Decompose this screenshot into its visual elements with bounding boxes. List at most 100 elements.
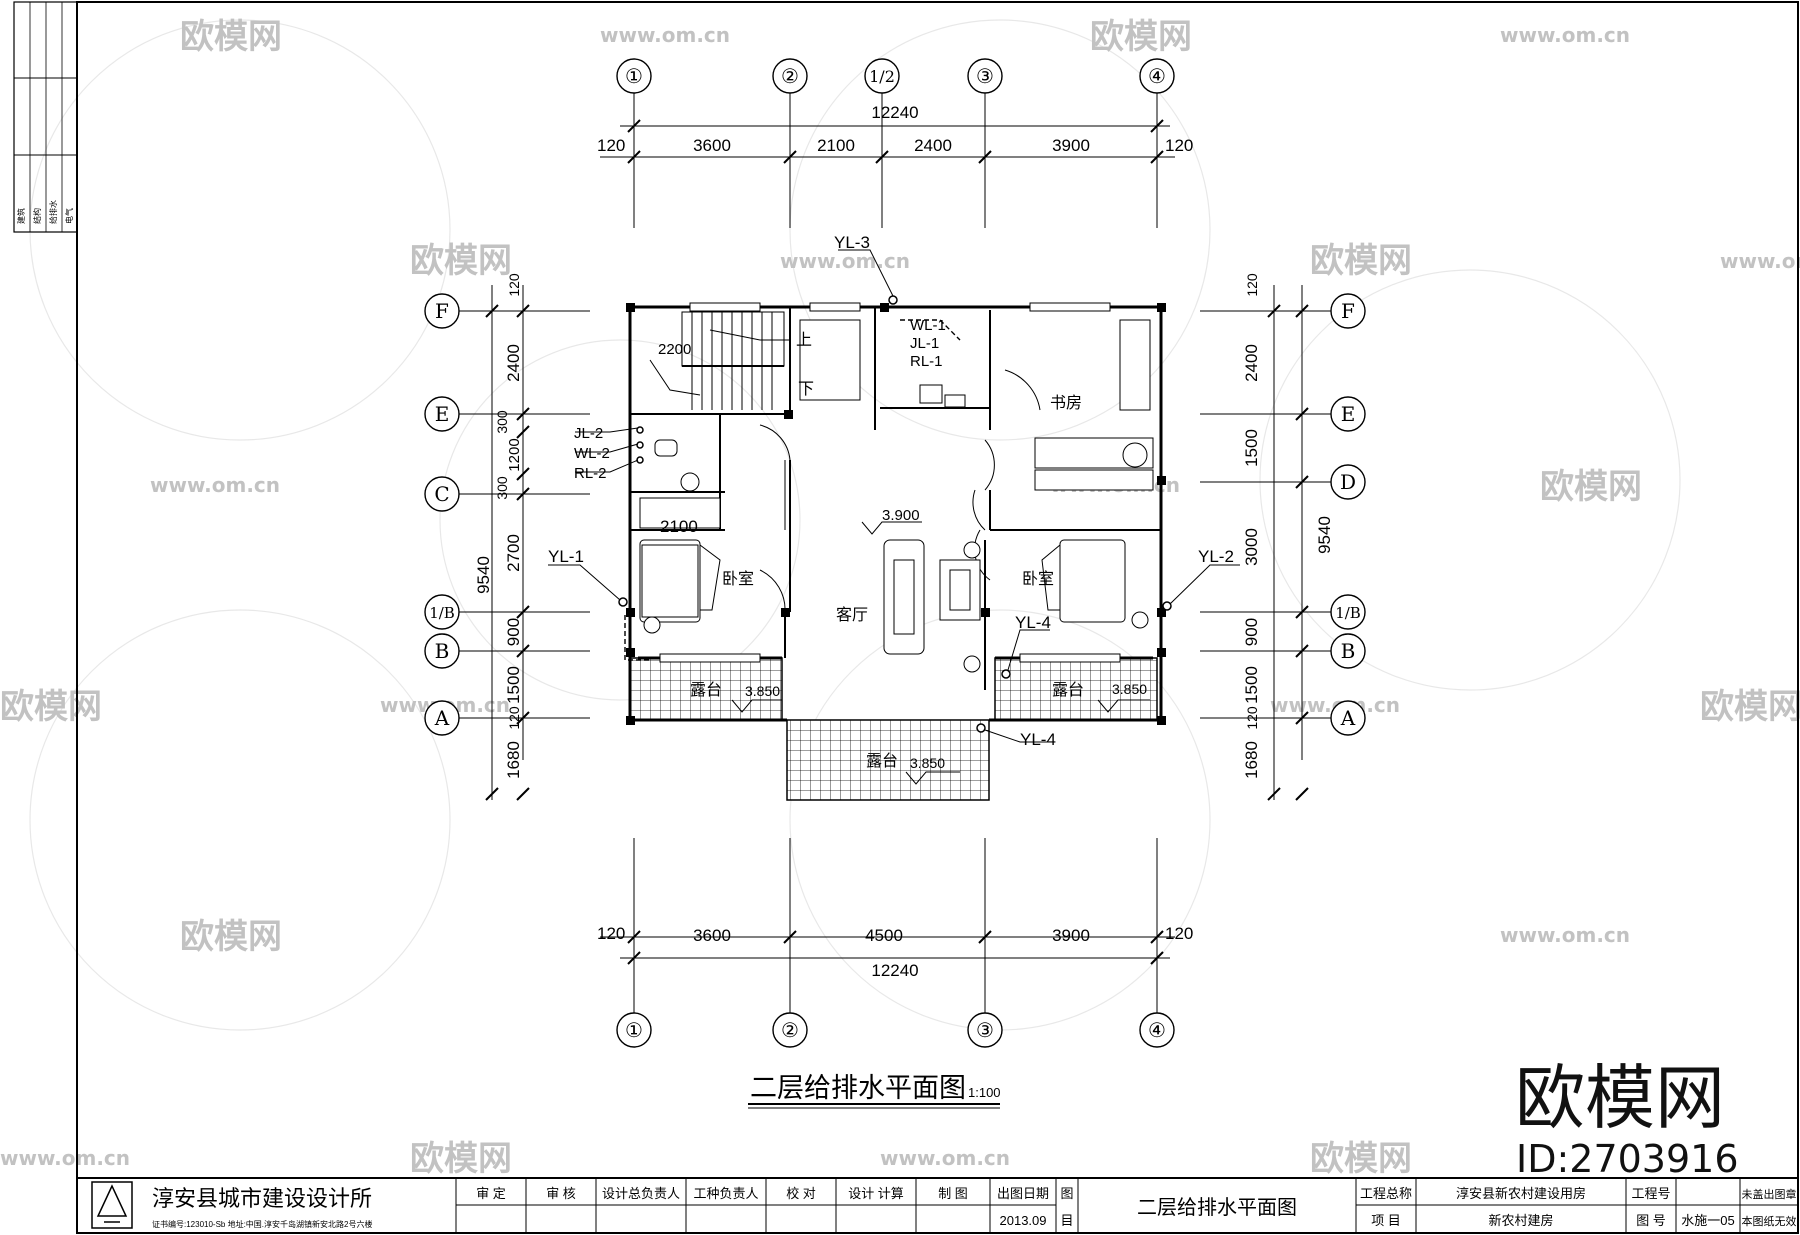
axis-label-right: E bbox=[1341, 402, 1356, 426]
axis-label-left: C bbox=[434, 482, 449, 506]
sign-label: 制 图 bbox=[938, 1186, 968, 1201]
axis-label-left: B bbox=[435, 639, 450, 663]
watermark-brand: 欧模网 bbox=[1310, 1139, 1412, 1179]
terrace-left bbox=[629, 657, 783, 721]
axis-label-top: ④ bbox=[1148, 64, 1166, 88]
date-label: 出图日期 bbox=[997, 1186, 1049, 1201]
dim-left-seg: 2700 bbox=[504, 534, 523, 572]
dim-left-seg: 1500 bbox=[504, 666, 523, 704]
plan-title-text: 二层给排水平面图 bbox=[750, 1073, 966, 1103]
watermark-id: ID:2703916 bbox=[1516, 1137, 1739, 1181]
dimension-chains bbox=[485, 119, 1309, 965]
pipe-label-rl2: RL-2 bbox=[574, 465, 607, 482]
pipe-label-jl1: JL-1 bbox=[910, 335, 939, 352]
watermark-brand: 欧模网 bbox=[410, 1139, 512, 1179]
furniture bbox=[639, 319, 1154, 673]
sign-label: 设计 计算 bbox=[848, 1186, 904, 1201]
institute-logo bbox=[91, 1181, 133, 1229]
stair bbox=[649, 311, 790, 410]
terrace-center bbox=[786, 719, 990, 801]
room-terrace-right: 露台 bbox=[1052, 681, 1084, 699]
terrace-level-center: 3.850 bbox=[910, 755, 945, 771]
side-strip: 建筑 结构 给排水 电气 bbox=[13, 1, 78, 233]
watermark-url: www.om.cn bbox=[0, 1146, 130, 1170]
axis-label-right: 1/B bbox=[1335, 604, 1361, 622]
watermark-brand: 欧模网 bbox=[1700, 687, 1800, 727]
dim-right-seg: 2400 bbox=[1242, 344, 1261, 382]
sign-label: 设计总负责人 bbox=[602, 1186, 680, 1201]
sign-label: 校 对 bbox=[786, 1186, 816, 1201]
axis-label-right: B bbox=[1341, 639, 1356, 663]
dim-2200: 2200 bbox=[658, 341, 691, 358]
dim-bottom-seg: 4500 bbox=[865, 926, 903, 945]
watermark-url: www.om.cn bbox=[1500, 23, 1630, 47]
item-label: 项 目 bbox=[1371, 1213, 1401, 1228]
watermark-layer: 欧模网 欧模网 欧模网 欧模网 欧模网 欧模网 欧模网 欧模网 欧模网 欧模网 … bbox=[0, 17, 1800, 1179]
axis-label-top: ① bbox=[625, 64, 643, 88]
stamp-note: 本图纸无效 bbox=[1742, 1214, 1797, 1228]
axis-label-left: A bbox=[434, 706, 450, 730]
axis-label-top: ② bbox=[781, 64, 799, 88]
dim-left-seg: 1200 bbox=[506, 438, 523, 471]
axis-label-left: 1/B bbox=[429, 604, 455, 622]
dim-edge: 120 bbox=[1244, 706, 1260, 730]
drawing-name: 二层给排水平面图 bbox=[1137, 1196, 1297, 1219]
stair-down: 下 bbox=[798, 381, 814, 398]
dim-left-seg: 300 bbox=[494, 410, 510, 434]
pipe-label-wl1: WL-1 bbox=[910, 317, 946, 334]
dim-edge: 120 bbox=[506, 273, 522, 297]
axis-label-right: F bbox=[1341, 299, 1355, 323]
dim-right-seg: 1500 bbox=[1242, 666, 1261, 704]
drawing-no-label: 图 号 bbox=[1636, 1213, 1666, 1228]
dim-top-seg: 3900 bbox=[1052, 136, 1090, 155]
dim-left-total: 9540 bbox=[474, 556, 493, 594]
dim-edge: 120 bbox=[1244, 273, 1260, 297]
dim-right-seg: 1680 bbox=[1242, 741, 1261, 779]
dim-2100: 2100 bbox=[660, 517, 698, 536]
dim-right-seg: 1500 bbox=[1242, 429, 1261, 467]
terrace-level-left: 3.850 bbox=[745, 683, 780, 699]
watermark-url: www.om.cn bbox=[1720, 249, 1800, 273]
title-block: 淳安县城市建设设计所 证书编号:123010-Sb 地址:中国.淳安千岛湖镇新安… bbox=[76, 1177, 1799, 1234]
watermark-logo: 欧模网 ID:2703916 bbox=[1515, 1057, 1739, 1181]
pipe-label-yl4: YL-4 bbox=[1020, 730, 1056, 749]
watermark-brand: 欧模网 bbox=[1540, 467, 1642, 507]
watermark-url: www.om.cn bbox=[150, 473, 280, 497]
sign-label: 审 定 bbox=[476, 1186, 506, 1201]
grid-axes: ① ② 1/2 ③ ④ ① ② ③ ④ F E C 1/B B A F E D … bbox=[424, 58, 1366, 1048]
mu-label: 目 bbox=[1060, 1213, 1073, 1228]
proj-no-label: 工程号 bbox=[1631, 1186, 1670, 1201]
dim-top-seg: 2400 bbox=[914, 136, 952, 155]
dimension-text: 12240 3600 2100 2400 3900 120 120 3600 4… bbox=[474, 103, 1334, 980]
dim-bottom-seg: 3600 bbox=[693, 926, 731, 945]
dim-edge: 120 bbox=[1165, 136, 1193, 155]
dim-top-total: 12240 bbox=[871, 103, 918, 122]
watermark-brand: 欧模网 bbox=[1310, 241, 1412, 281]
room-study: 书房 bbox=[1050, 394, 1082, 412]
dim-top-seg: 3600 bbox=[693, 136, 731, 155]
strip-label: 给排水 bbox=[48, 200, 58, 224]
pipe-label-jl2: JL-2 bbox=[574, 425, 603, 442]
dim-edge: 120 bbox=[506, 706, 522, 730]
watermark-brand: 欧模网 bbox=[410, 241, 512, 281]
stair-up: 上 bbox=[796, 331, 812, 349]
dim-edge: 120 bbox=[1165, 924, 1193, 943]
watermark-url: www.om.cn bbox=[780, 249, 910, 273]
dim-top-seg: 2100 bbox=[817, 136, 855, 155]
strip-label: 建筑 bbox=[16, 208, 26, 224]
dim-edge: 120 bbox=[597, 924, 625, 943]
watermark-url: www.om.cn bbox=[1500, 923, 1630, 947]
room-terrace-left: 露台 bbox=[690, 681, 722, 699]
watermark-url: www.om.cn bbox=[880, 1146, 1010, 1170]
room-terrace-center: 露台 bbox=[866, 752, 898, 770]
pipe-label-yl2: YL-2 bbox=[1198, 547, 1234, 566]
watermark-brand: 欧模网 bbox=[180, 917, 282, 957]
drawing-no: 水施一05 bbox=[1681, 1213, 1734, 1228]
watermark-brand: 欧模网 bbox=[1090, 17, 1192, 57]
terrace-level-right: 3.850 bbox=[1112, 681, 1147, 697]
institute-name: 淳安县城市建设设计所 bbox=[152, 1186, 372, 1211]
axis-label-left: F bbox=[435, 299, 449, 323]
proj-total: 淳安县新农村建设用房 bbox=[1456, 1186, 1586, 1201]
proj-total-label: 工程总称 bbox=[1360, 1186, 1412, 1201]
room-bedroom-right: 卧室 bbox=[1022, 570, 1054, 588]
